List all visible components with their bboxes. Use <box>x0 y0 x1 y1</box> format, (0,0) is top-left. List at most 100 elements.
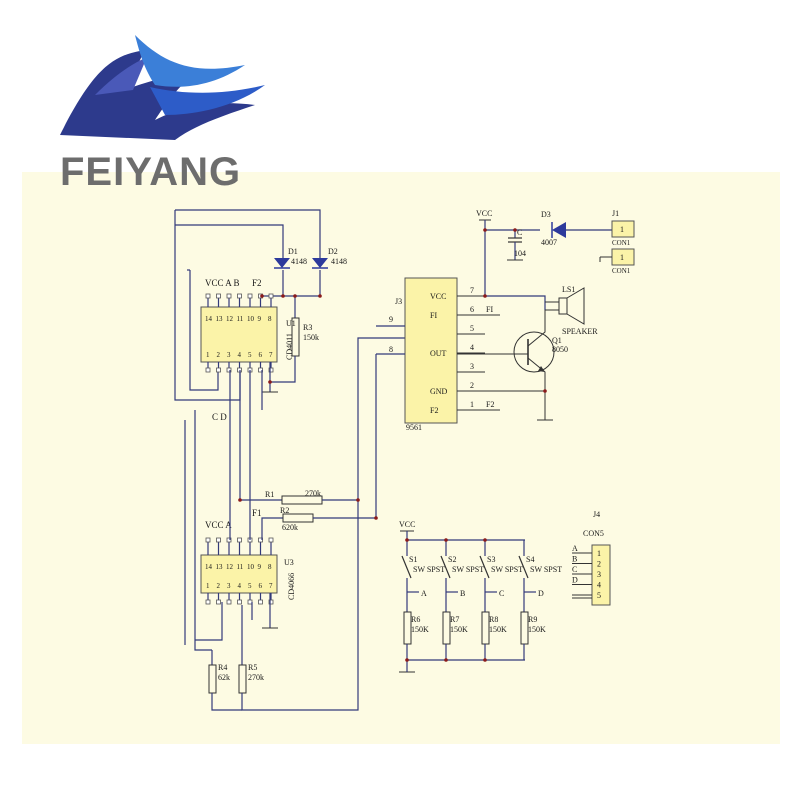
u1-f2-label: F2 <box>252 278 262 288</box>
junction-dot <box>405 658 409 662</box>
pin-number-bottom: 2 <box>217 582 221 590</box>
switch-net: D <box>538 589 544 598</box>
junction-dot <box>483 658 487 662</box>
j3-part: 9561 <box>406 423 422 432</box>
pin-number-bottom: 1 <box>206 582 210 590</box>
pin-number-bottom: 4 <box>238 582 242 590</box>
junction-dot <box>260 294 264 298</box>
junction-dot <box>513 228 517 232</box>
junction-dot <box>543 389 547 393</box>
d3-ref: D3 <box>541 210 551 219</box>
j3-pin-label: F2 <box>430 406 438 415</box>
d2-ref: D2 <box>328 247 338 256</box>
j1b-pin: 1 <box>620 253 624 262</box>
j4-pin-number: 5 <box>597 591 601 600</box>
junction-dot <box>356 498 360 502</box>
cap-val: 104 <box>514 249 526 258</box>
pin-number-bottom: 4 <box>238 351 242 359</box>
j3-pin-number: 3 <box>470 362 474 371</box>
pin-number-top: 14 <box>205 315 213 323</box>
resistor-val: 150K <box>411 625 429 634</box>
chip-bus <box>195 370 263 641</box>
pin-pad <box>216 367 221 373</box>
j4-ref: J4 <box>593 510 600 519</box>
switch-type: SW SPST <box>491 565 523 574</box>
junction-dot <box>483 294 487 298</box>
switch-type: SW SPST <box>413 565 445 574</box>
pin-number-top: 13 <box>216 315 224 323</box>
pin-pad <box>205 599 211 605</box>
j3-pin-number: 5 <box>470 324 474 333</box>
pin-number-top: 9 <box>258 315 262 323</box>
u3-top-labels: VCC A <box>205 520 232 530</box>
switch-ref: S3 <box>487 555 495 564</box>
pin-pad <box>247 293 253 299</box>
speaker-label: SPEAKER <box>562 327 598 336</box>
pin-number-top: 8 <box>268 563 272 571</box>
resistor-val: 150K <box>450 625 468 634</box>
vcc-label-top: VCC <box>476 209 492 218</box>
resistor-ref: R8 <box>489 615 498 624</box>
pin-pad <box>216 293 221 299</box>
junction-dot <box>268 380 272 384</box>
brand-name: FEIYANG <box>60 150 242 194</box>
resistor-r5: R5 270k <box>238 337 405 711</box>
j4-pin-number: 1 <box>597 549 601 558</box>
r5-val: 270k <box>248 673 264 682</box>
r1-val: 270k <box>305 489 321 498</box>
switch-blade <box>401 555 412 579</box>
r2-ref: R2 <box>280 506 289 515</box>
pin-number-top: 12 <box>226 315 234 323</box>
j3-pin-number: 2 <box>470 381 474 390</box>
pin-number-top: 14 <box>205 563 213 571</box>
pin-pad <box>237 537 242 543</box>
junction-dot <box>444 658 448 662</box>
switch-ref: S1 <box>409 555 417 564</box>
switch-type: SW SPST <box>452 565 484 574</box>
pin-number-top: 11 <box>237 315 244 323</box>
pin-pad <box>205 537 211 543</box>
j4-pin-number: 2 <box>597 560 601 569</box>
j1-ref: J1 <box>612 209 619 218</box>
j4-net-label: B <box>572 555 577 564</box>
resistor-val: 150K <box>528 625 546 634</box>
pin-pad <box>226 599 232 605</box>
r2-val: 620k <box>282 523 298 532</box>
switch-net: A <box>421 589 427 598</box>
pin-pad <box>226 293 232 299</box>
junction-dot <box>281 294 285 298</box>
u3-f1-label: F1 <box>252 508 262 518</box>
pin-number-bottom: 7 <box>269 582 273 590</box>
pin-number-top: 10 <box>247 563 255 571</box>
pin-number-top: 9 <box>258 563 262 571</box>
r3-val: 150k <box>303 333 319 342</box>
d1-val: 4148 <box>291 257 307 266</box>
d2-val: 4148 <box>331 257 347 266</box>
q1-ref: Q1 <box>552 336 562 345</box>
switch-net: B <box>460 589 465 598</box>
pin-pad <box>205 293 211 299</box>
u3-ref: U3 <box>284 558 294 567</box>
j3-pin-number: 6 <box>470 305 474 314</box>
u1-part: CD4011 <box>285 333 294 360</box>
j1-label: CON1 <box>612 239 631 247</box>
switch-ref: S2 <box>448 555 456 564</box>
j4-pin-number: 3 <box>597 570 601 579</box>
junction-dot <box>374 516 378 520</box>
u1-top-labels: VCC A B <box>205 278 240 288</box>
r4-val: 62k <box>218 673 230 682</box>
pin-number-bottom: 2 <box>217 351 221 359</box>
pin-number-bottom: 5 <box>248 351 252 359</box>
j3-left-pin-8: 8 <box>389 345 393 354</box>
pin-number-bottom: 6 <box>259 351 263 359</box>
u1-ref: U1 <box>286 319 296 328</box>
cap-ref: C <box>517 228 522 237</box>
pin-number-bottom: 7 <box>269 351 273 359</box>
pin-number-top: 12 <box>226 563 234 571</box>
junction-dot <box>444 538 448 542</box>
j3-pin-number: 4 <box>470 343 474 352</box>
switch-blade <box>479 555 490 579</box>
